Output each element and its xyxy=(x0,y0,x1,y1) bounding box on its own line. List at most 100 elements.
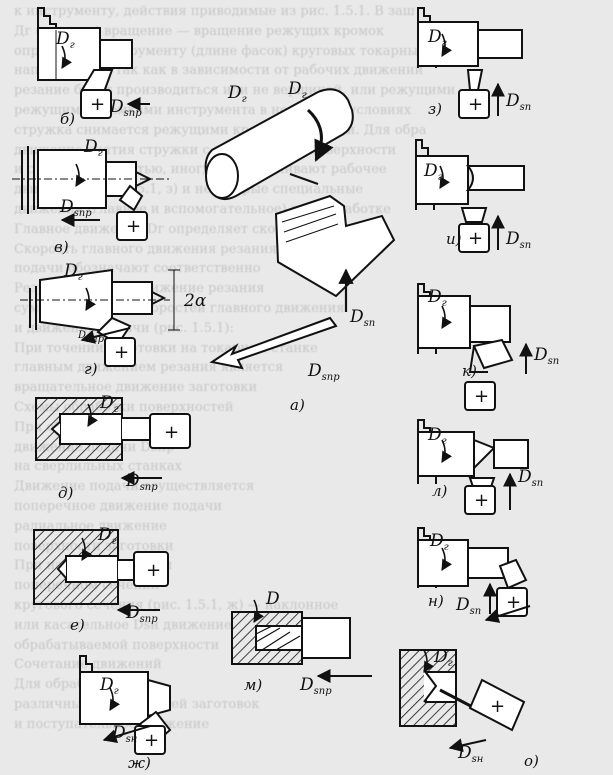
label-dspr-e: Dsпр xyxy=(125,603,158,625)
workpiece-step-n xyxy=(467,547,509,579)
taper-zh xyxy=(147,678,171,718)
label-dg-g: Dг xyxy=(63,261,83,283)
label-dg-n: Dг xyxy=(429,531,449,553)
label-dspr-v: Dsпр xyxy=(59,197,92,219)
workpiece-end-l xyxy=(493,439,529,469)
chuck-b xyxy=(37,7,57,78)
bar-e xyxy=(118,559,135,581)
label-dg-e: Dг xyxy=(97,525,117,547)
tool-plus-mark: + xyxy=(506,592,521,613)
tool-holder-z xyxy=(458,89,490,119)
rotation-arrow-m xyxy=(253,599,264,623)
rotation-arrow-z xyxy=(441,33,452,57)
bar-d xyxy=(122,417,151,441)
center-g xyxy=(151,291,167,305)
tip-e xyxy=(56,559,67,579)
caption-o: о) xyxy=(524,752,539,770)
center-point-v xyxy=(135,171,153,187)
caption-v1: в) xyxy=(54,238,69,256)
tool-plus-mark: + xyxy=(468,228,483,249)
bore-e xyxy=(65,555,119,583)
label-dg-zh: Dг xyxy=(99,675,119,697)
label-dsp-a: Dsп xyxy=(349,307,375,329)
rotation-arrow-i xyxy=(439,165,450,189)
cutter-i xyxy=(460,207,488,223)
workpiece-step-k xyxy=(469,305,511,343)
big-feed-arrow-a xyxy=(209,316,338,370)
workpiece-zh xyxy=(79,671,149,725)
cutter-v xyxy=(118,184,144,212)
faceplate-g xyxy=(29,286,37,330)
rotation-arrow-l xyxy=(441,439,452,463)
caption-zh: ж) xyxy=(128,754,151,772)
rotation-arrow-e xyxy=(81,537,92,561)
faceplate-v xyxy=(21,146,35,214)
caption-e: е) xyxy=(70,616,85,634)
cutter-edge-a xyxy=(289,173,319,185)
rotation-arrow-n xyxy=(441,547,452,571)
label-dsp-l: Dsп xyxy=(517,467,543,489)
workpiece-b xyxy=(37,27,101,81)
tool-holder-k xyxy=(464,381,496,411)
feed-arrow-zh xyxy=(102,725,151,744)
label-dsn-zh: Dsн xyxy=(111,723,137,745)
tool-holder-v xyxy=(116,211,148,241)
label-dspr-d: Dsпр xyxy=(125,471,158,493)
cylinder-end-a xyxy=(205,153,239,199)
tool-plus-mark: + xyxy=(490,696,505,717)
tool-plus-mark: + xyxy=(126,216,141,237)
cutter-z xyxy=(466,69,484,91)
label-dg-i: Dг xyxy=(423,161,443,183)
thread-m xyxy=(255,625,301,651)
tool-plus-mark: + xyxy=(90,94,105,115)
workpiece-step-g xyxy=(111,281,153,315)
caption-l: л) xyxy=(432,482,448,500)
caption-m: м) xyxy=(244,676,262,694)
workpiece-step-b xyxy=(99,39,133,69)
tool-holder-g xyxy=(104,337,136,367)
tool-holder-l xyxy=(464,485,496,515)
label-dsp-i: Dsп xyxy=(505,229,531,251)
label-dg-d: Dг xyxy=(99,393,119,415)
tool-plus-mark: + xyxy=(146,560,161,581)
feed-arrow-o xyxy=(448,738,487,753)
label-dg-z: Dг xyxy=(427,27,447,49)
label-dspr-b: Dsпр xyxy=(109,97,142,119)
rotation-arrow-k xyxy=(441,305,452,329)
rotation-arrow-a xyxy=(306,108,334,162)
tail-m xyxy=(301,617,351,659)
label-dsp-z: Dsп xyxy=(505,91,531,113)
holder-e xyxy=(133,551,169,587)
label-dg-v: Dг xyxy=(83,137,103,159)
caption-k: к) xyxy=(462,362,477,380)
label-dg-k: Dг xyxy=(427,287,447,309)
tool-plus-mark: + xyxy=(164,422,179,443)
caption-g: г) xyxy=(84,360,98,378)
tip-d xyxy=(50,421,61,437)
cutter-k xyxy=(472,338,514,370)
label-dspr-m: Dsпр xyxy=(299,675,332,697)
workpiece-z xyxy=(417,21,479,67)
cutter-block-a xyxy=(274,194,396,298)
label-dg-l: Dг xyxy=(427,425,447,447)
rotation-arrow-v xyxy=(75,163,86,187)
rotation-arrow-d xyxy=(87,403,98,427)
tool-plus-mark: + xyxy=(468,94,483,115)
tool-holder-b xyxy=(80,89,112,119)
label-dg-b: Dг xyxy=(55,29,75,51)
caption-d: д) xyxy=(58,484,74,502)
caption-b: б) xyxy=(60,110,75,128)
groove-i xyxy=(465,165,525,191)
tool-plus-mark: + xyxy=(144,730,159,751)
label-dg-o: Dг xyxy=(433,647,453,669)
caption-i: и) xyxy=(446,230,462,248)
tool-plus-mark: + xyxy=(114,342,129,363)
holder-d xyxy=(149,413,191,449)
tool-plus-mark: + xyxy=(474,490,489,511)
rotation-arrow-g xyxy=(85,287,96,311)
label-dsp-n: Dsп xyxy=(455,595,481,617)
label-dspr-a: Dsпр xyxy=(307,361,340,383)
workpiece-step-z xyxy=(477,29,523,59)
